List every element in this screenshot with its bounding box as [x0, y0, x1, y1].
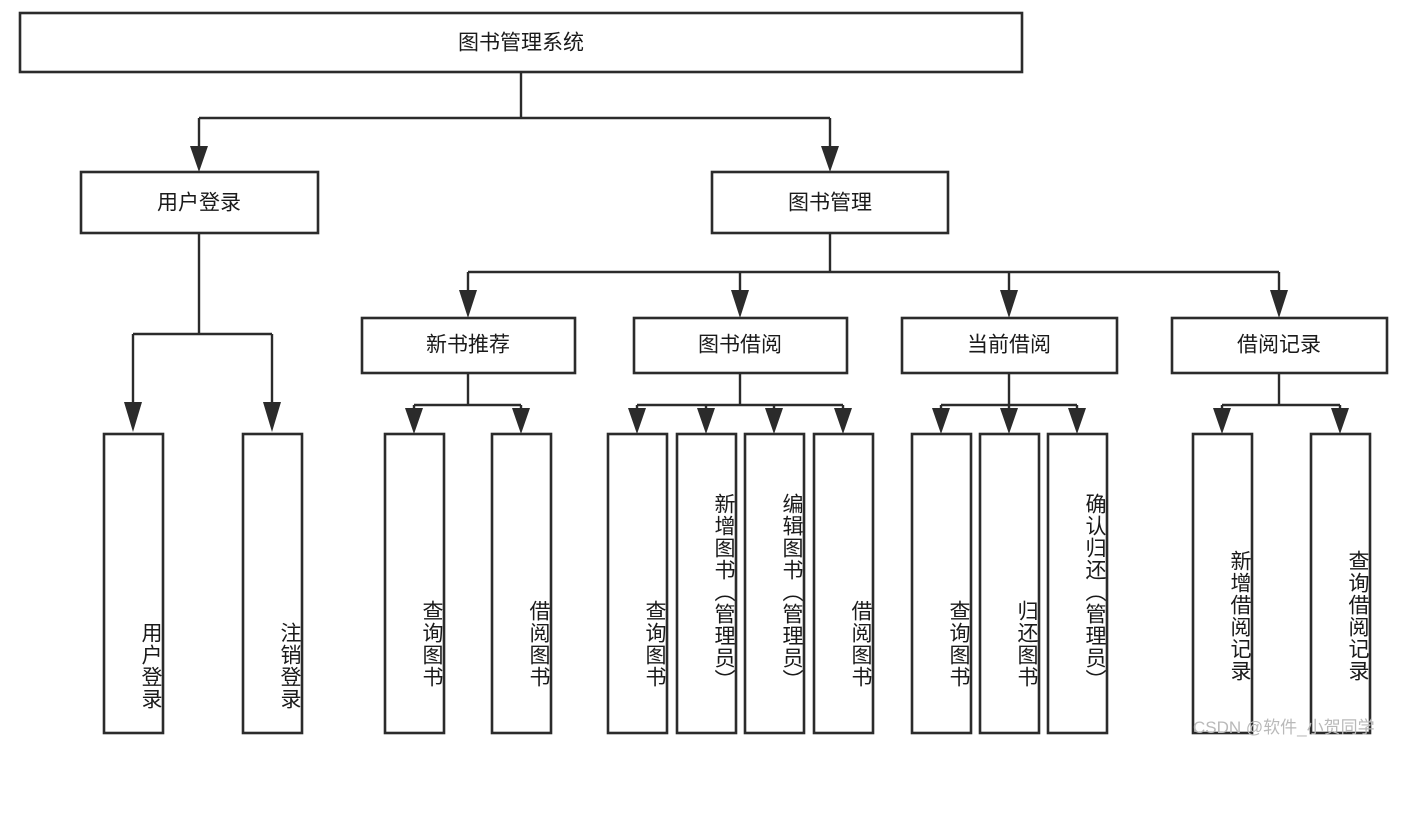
arrow-bookmanage-child-2	[731, 290, 749, 318]
leaf-box-borrow-do[interactable]	[812, 432, 875, 735]
node-book-manage-box[interactable]	[710, 170, 950, 235]
leaf-box-cur-confirm[interactable]	[1046, 432, 1109, 735]
leaf-box-cur-return[interactable]	[978, 432, 1041, 735]
leaf-box-borrow-add[interactable]	[675, 432, 738, 735]
node-new-book-rec-box[interactable]	[360, 316, 577, 375]
arrow-bookborrow-leaf-1	[628, 408, 646, 434]
leaf-box-rec-add[interactable]	[1191, 432, 1254, 735]
leaf-box-rec-query-log[interactable]	[1309, 432, 1372, 735]
node-new-book-rec-label: 新书推荐	[426, 334, 510, 357]
connector-group-root	[190, 72, 839, 172]
leaf-box-borrow-query[interactable]	[606, 432, 669, 735]
connector-group-bookborrow	[628, 373, 852, 434]
node-borrow-record-label: 借阅记录	[1237, 334, 1321, 357]
node-borrow-record[interactable]: 借阅记录	[1170, 316, 1389, 375]
leaf-boxes	[102, 432, 1372, 735]
connector-group-bookmanage	[459, 233, 1288, 318]
arrow-currentborrow-leaf-3	[1068, 408, 1086, 434]
leaf-box-borrow-edit[interactable]	[743, 432, 806, 735]
arrow-bookborrow-leaf-4	[834, 408, 852, 434]
watermark-text: CSDN @软件_小贺同学	[1193, 718, 1375, 737]
node-user-login[interactable]: 用户登录	[79, 170, 320, 235]
node-user-login-label: 用户登录	[157, 192, 241, 215]
node-root-box[interactable]	[18, 11, 1024, 74]
arrow-currentborrow-leaf-1	[932, 408, 950, 434]
node-borrow-record-box[interactable]	[1170, 316, 1389, 375]
leaf-box-user-logout[interactable]	[241, 432, 304, 735]
flowchart-svg: 图书管理系统 用户登录 图书管理 新书推荐 图书借阅 当前借阅 借阅记录	[18, 11, 1389, 735]
arrow-root-to-userlogin	[190, 146, 208, 172]
connector-group-userlogin	[124, 233, 281, 432]
leaf-box-rec-query[interactable]	[383, 432, 446, 735]
arrow-borrowrecord-leaf-2	[1331, 408, 1349, 434]
connector-group-newbookrec	[405, 373, 530, 434]
node-book-borrow-label: 图书借阅	[698, 334, 782, 357]
arrow-userlogin-leaf-2	[263, 402, 281, 432]
flowchart-canvas: 图书管理系统 用户登录 图书管理 新书推荐 图书借阅 当前借阅 借阅记录	[18, 11, 1389, 737]
arrow-newbookrec-leaf-2	[512, 408, 530, 434]
node-root[interactable]: 图书管理系统	[18, 11, 1024, 74]
node-user-login-box[interactable]	[79, 170, 320, 235]
arrow-bookborrow-leaf-3	[765, 408, 783, 434]
node-book-manage[interactable]: 图书管理	[710, 170, 950, 235]
arrow-bookborrow-leaf-2	[697, 408, 715, 434]
node-book-borrow[interactable]: 图书借阅	[632, 316, 849, 375]
node-book-borrow-box[interactable]	[632, 316, 849, 375]
connector-group-currentborrow	[932, 373, 1086, 434]
node-current-borrow-label: 当前借阅	[967, 334, 1051, 357]
node-current-borrow[interactable]: 当前借阅	[900, 316, 1119, 375]
arrow-userlogin-leaf-1	[124, 402, 142, 432]
node-book-manage-label: 图书管理	[788, 192, 872, 215]
arrow-borrowrecord-leaf-1	[1213, 408, 1231, 434]
leaf-box-rec-borrow[interactable]	[490, 432, 553, 735]
arrow-bookmanage-child-4	[1270, 290, 1288, 318]
connector-group-borrowrecord	[1213, 373, 1349, 434]
leaf-box-cur-query[interactable]	[910, 432, 973, 735]
arrow-bookmanage-child-1	[459, 290, 477, 318]
arrow-bookmanage-child-3	[1000, 290, 1018, 318]
leaf-box-user-login[interactable]	[102, 432, 165, 735]
node-new-book-rec[interactable]: 新书推荐	[360, 316, 577, 375]
node-current-borrow-box[interactable]	[900, 316, 1119, 375]
arrow-root-to-bookmanage	[821, 146, 839, 172]
node-root-label: 图书管理系统	[458, 32, 584, 55]
arrow-currentborrow-leaf-2	[1000, 408, 1018, 434]
arrow-newbookrec-leaf-1	[405, 408, 423, 434]
